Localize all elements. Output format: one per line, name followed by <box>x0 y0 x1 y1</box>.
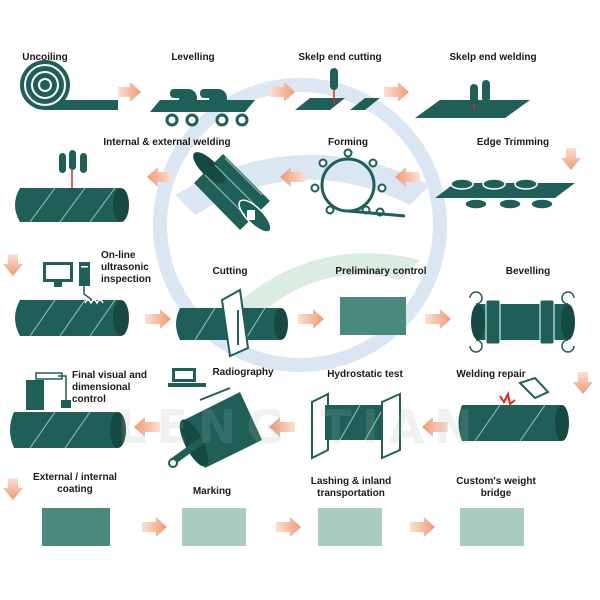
label-uncoiling: Uncoiling <box>22 52 68 63</box>
marking-box <box>182 508 246 546</box>
label-edge-trimming: Edge Trimming <box>476 137 550 148</box>
transport-box <box>318 508 382 546</box>
label-hydrostatic-test: Hydrostatic test <box>327 369 403 380</box>
label-customs-weight-bridge: Custom's weight bridge <box>456 476 536 499</box>
arrow-right-icon <box>425 309 451 329</box>
arrow-right-icon <box>142 517 167 537</box>
repair-torch-icon <box>458 376 569 442</box>
label-bevelling: Bevelling <box>505 266 551 277</box>
gauge-icon <box>10 372 126 449</box>
label-preliminary-control: Preliminary control <box>335 266 427 277</box>
watermark-text: LENG TIAN <box>117 400 483 454</box>
bevelling-icon <box>469 291 575 353</box>
arrow-right-icon <box>270 82 295 102</box>
levelling-rollers-icon <box>150 89 255 127</box>
formed-pipe-icon <box>193 152 272 233</box>
arrow-left-icon <box>422 417 448 437</box>
arrow-right-icon <box>145 309 171 329</box>
pipe-cutter-icon <box>176 288 288 358</box>
ultrasonic-pipe-icon <box>15 299 129 337</box>
weight-bridge-box <box>460 508 524 546</box>
coil-icon <box>20 60 118 110</box>
label-forming: Forming <box>328 137 368 148</box>
label-skelp-end-cutting: Skelp end cutting <box>298 52 382 63</box>
label-lashing-inland-transportation: Lashing & inland transportation <box>310 476 392 499</box>
ultrasonic-monitor-icon <box>43 262 93 301</box>
arrow-left-icon <box>147 167 172 187</box>
label-external-internal-coating: External / internal coating <box>33 472 117 495</box>
arrow-right-icon <box>298 309 324 329</box>
hydrostatic-press-icon <box>311 392 401 460</box>
arrow-left-icon <box>269 417 295 437</box>
flow-arrows <box>3 82 593 537</box>
spiral-weld-icon <box>15 150 129 223</box>
arrow-down-icon <box>3 254 23 276</box>
arrow-right-icon <box>384 82 409 102</box>
label-radiography: Radiography <box>212 367 274 378</box>
arrow-down-icon <box>561 148 581 170</box>
label-marking: Marking <box>192 486 232 497</box>
label-skelp-end-welding: Skelp end welding <box>449 52 537 63</box>
trimming-discs-icon <box>435 178 575 210</box>
welding-torch-icon <box>415 80 530 118</box>
preliminary-control-box <box>340 297 406 335</box>
arrow-left-icon <box>280 167 305 187</box>
label-online-ultrasonic-inspection: On-line ultrasonic inspection <box>101 250 152 285</box>
xray-icon <box>168 368 262 468</box>
arrow-right-icon <box>118 82 141 102</box>
arrow-left-icon <box>395 167 420 187</box>
arrow-right-icon <box>276 517 301 537</box>
label-welding-repair: Welding repair <box>456 369 526 380</box>
arrow-left-icon <box>134 417 160 437</box>
label-levelling: Levelling <box>171 52 215 63</box>
label-cutting: Cutting <box>212 266 248 277</box>
arrow-right-icon <box>410 517 435 537</box>
coating-box <box>42 508 110 546</box>
cutting-torch-icon <box>295 68 380 110</box>
arrow-down-icon <box>3 478 23 500</box>
forming-rolls-icon <box>310 148 406 218</box>
label-final-visual-dimensional-control: Final visual and dimensional control <box>72 370 148 405</box>
label-internal-external-welding: Internal & external welding <box>103 137 231 148</box>
arrow-down-icon <box>573 372 593 394</box>
